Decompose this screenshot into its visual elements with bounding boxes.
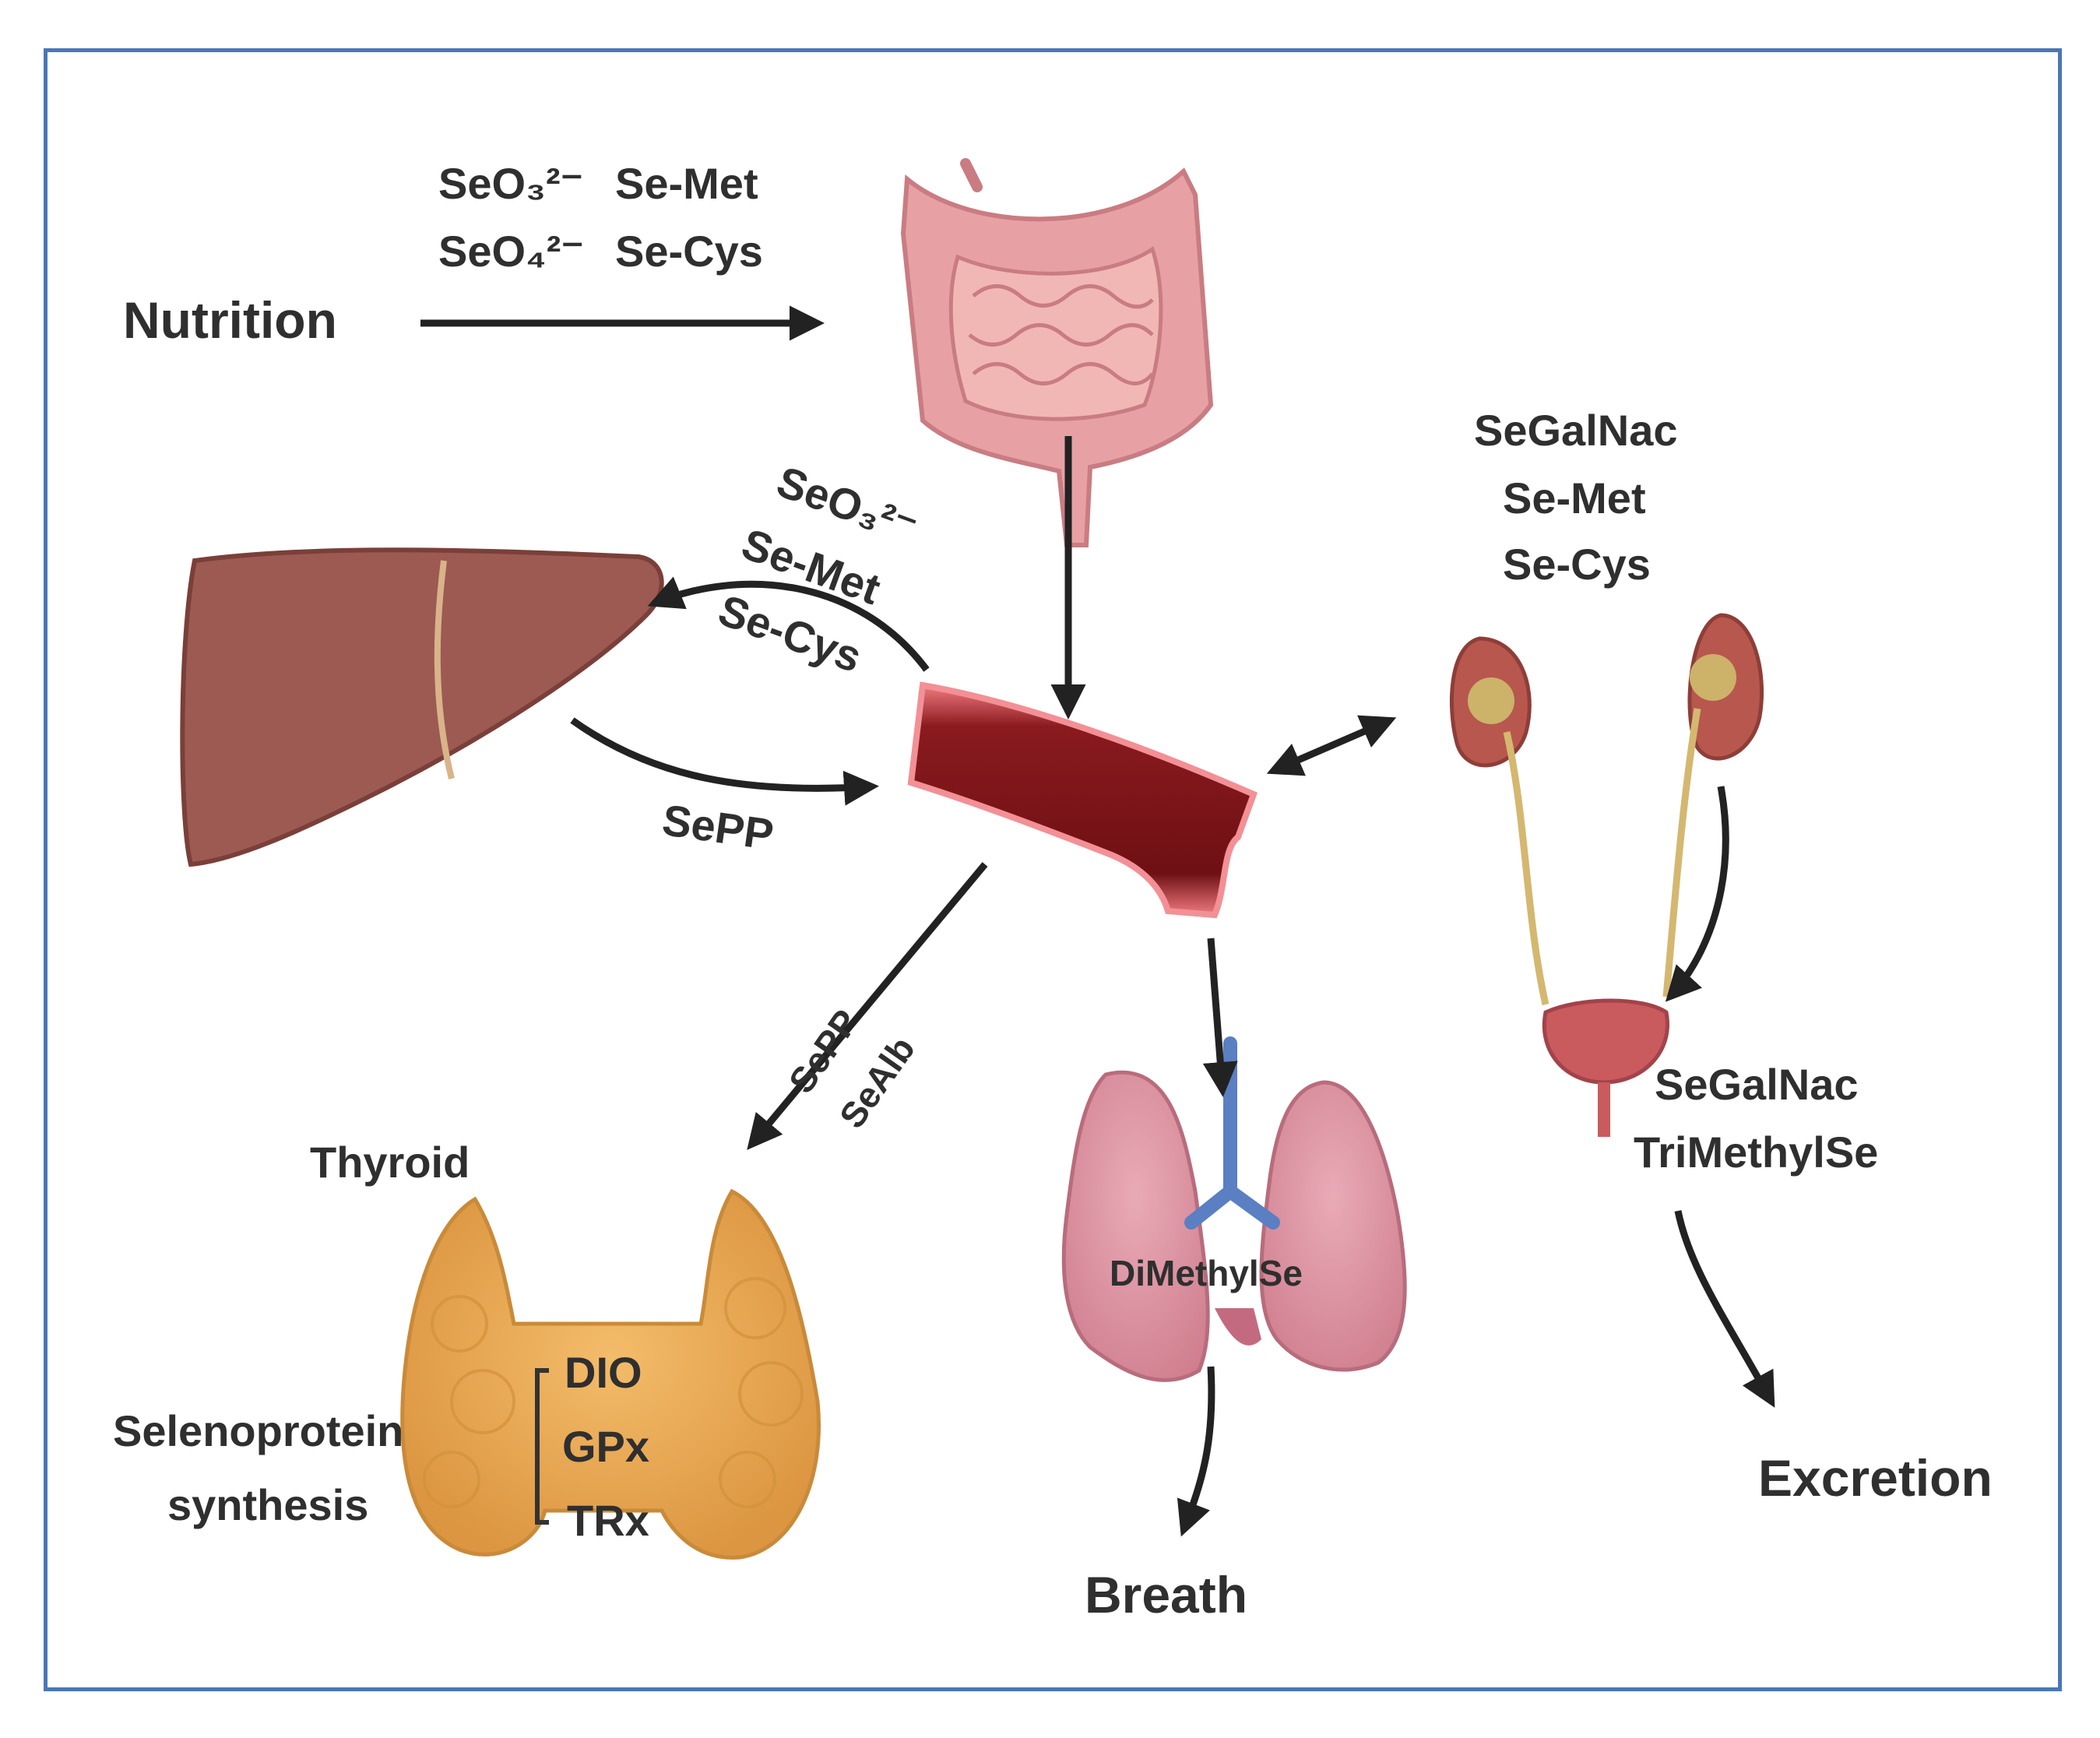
blood-to-liver-arrow: [647, 576, 930, 672]
intake-compound-secys: Se-Cys: [615, 227, 763, 276]
enzyme-trx: TRx: [567, 1496, 649, 1545]
breath-label: Breath: [1085, 1566, 1248, 1624]
blood-to-thyroid-arrow: [747, 862, 988, 1150]
intake-compound-selenate: SeO₄²⁻: [438, 227, 584, 276]
intestine-icon: [900, 158, 1214, 547]
selenoprotein-label: Selenoprotein: [113, 1406, 404, 1455]
enzyme-gpx: GPx: [562, 1422, 650, 1471]
urine-compound-trimethylse: TriMethylSe: [1634, 1128, 1879, 1177]
enzyme-bracket: [535, 1368, 549, 1525]
intake-compound-selenite: SeO₃²⁻: [438, 159, 584, 208]
kidney-compound-secys: Se-Cys: [1503, 540, 1651, 589]
blood-to-lung-arrow: [1202, 938, 1238, 1097]
blood-kidney-exchange-arrow: [1266, 715, 1397, 776]
liver-icon: [180, 547, 664, 867]
urine-to-excretion-arrow: [1674, 1210, 1775, 1408]
thyroid-icon: [400, 1188, 821, 1560]
intake-compound-semet: Se-Met: [615, 159, 758, 208]
urinary-system-icon: [1449, 613, 1764, 1137]
lungs-icon: [1061, 1036, 1407, 1382]
kidney-compound-semet: Se-Met: [1503, 473, 1646, 522]
nutrition-label: Nutrition: [123, 291, 337, 349]
synthesis-label: synthesis: [167, 1480, 369, 1529]
lung-to-breath-arrow: [1177, 1366, 1215, 1537]
lung-compound-dimethylse: DiMethylSe: [1110, 1253, 1303, 1293]
blood-vessel-icon: [907, 681, 1258, 919]
liver-to-blood-arrow: [570, 717, 879, 806]
figure-frame: [44, 48, 2062, 1691]
excretion-label: Excretion: [1758, 1449, 1993, 1507]
kidney-compound-segalnac: SeGalNac: [1474, 406, 1678, 455]
kidney-to-bladder-arrow: [1665, 786, 1729, 1002]
urine-compound-segalnac: SeGalNac: [1655, 1060, 1859, 1109]
thyroid-label: Thyroid: [310, 1138, 470, 1187]
enzyme-dio: DIO: [565, 1348, 642, 1397]
